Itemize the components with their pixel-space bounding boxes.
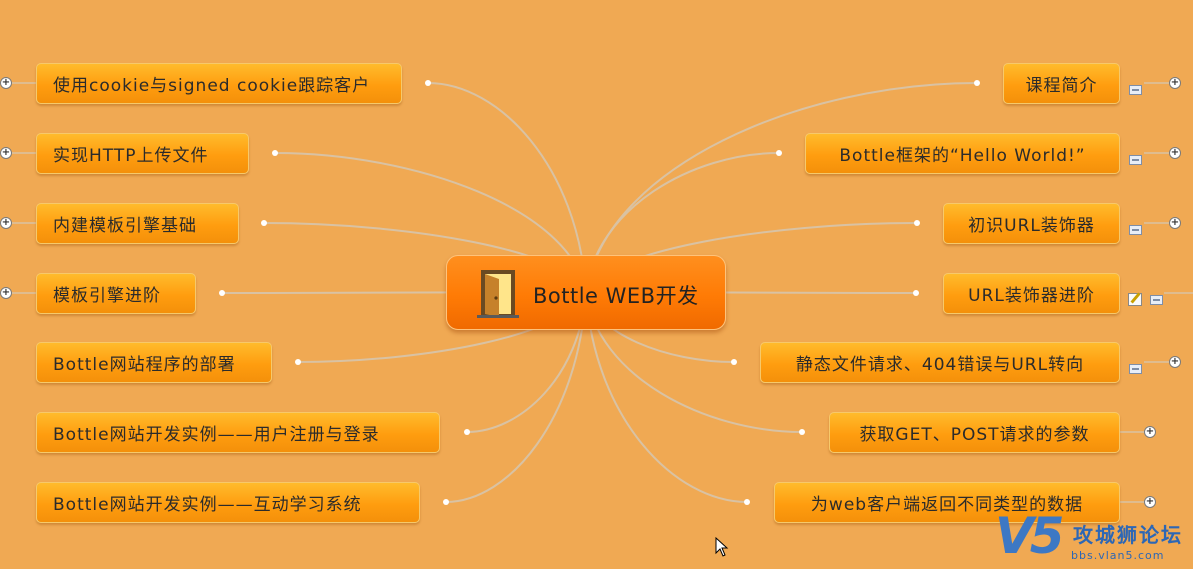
expand-toggle-button[interactable]: +: [1169, 147, 1181, 159]
connector-dot: [272, 150, 278, 156]
expand-toggle-button[interactable]: +: [0, 217, 12, 229]
topic-label: Bottle框架的“Hello World!”: [839, 146, 1086, 166]
note-icon[interactable]: [1129, 85, 1142, 95]
connector-dot: [799, 429, 805, 435]
note-icon[interactable]: [1129, 155, 1142, 165]
topic-label: 内建模板引擎基础: [53, 216, 197, 236]
connector-dot: [295, 359, 301, 365]
note-icon[interactable]: [1150, 295, 1163, 305]
door-icon: [477, 270, 519, 318]
expand-toggle-button[interactable]: +: [1169, 217, 1181, 229]
connector-dot: [913, 290, 919, 296]
topic-label: 获取GET、POST请求的参数: [859, 425, 1090, 445]
watermark-v5-mark: V5: [995, 507, 1064, 565]
topic-http-upload[interactable]: 实现HTTP上传文件: [36, 133, 249, 174]
expand-toggle-button[interactable]: +: [1169, 356, 1181, 368]
topic-get-post-params[interactable]: 获取GET、POST请求的参数: [829, 412, 1120, 453]
topic-label: 为web客户端返回不同类型的数据: [810, 495, 1084, 515]
topic-label: 课程简介: [1025, 76, 1098, 96]
topic-hello-world[interactable]: Bottle框架的“Hello World!”: [805, 133, 1120, 174]
topic-label: Bottle网站开发实例——用户注册与登录: [53, 425, 380, 445]
mouse-cursor-icon: [715, 537, 729, 557]
watermark-url: bbs.vlan5.com: [1071, 549, 1165, 562]
topic-static-files[interactable]: 静态文件请求、404错误与URL转向: [760, 342, 1120, 383]
topic-label: 模板引擎进阶: [53, 286, 161, 306]
connector-line: [427, 82, 587, 293]
connector-dot: [261, 220, 267, 226]
note-icon[interactable]: [1129, 364, 1142, 374]
topic-label: Bottle网站程序的部署: [53, 355, 236, 375]
expand-toggle-button[interactable]: +: [0, 77, 12, 89]
topic-template-basics[interactable]: 内建模板引擎基础: [36, 203, 239, 244]
watermark-logo: V5 攻城狮论坛 bbs.vlan5.com: [995, 505, 1193, 569]
connector-dot: [974, 80, 980, 86]
topic-response-types[interactable]: 为web客户端返回不同类型的数据: [774, 482, 1120, 523]
topic-template-advanced[interactable]: 模板引擎进阶: [36, 273, 196, 314]
expand-toggle-button[interactable]: +: [1144, 426, 1156, 438]
connector-dot: [731, 359, 737, 365]
topic-url-decorator[interactable]: 初识URL装饰器: [943, 203, 1120, 244]
pen-icon[interactable]: [1128, 293, 1142, 306]
connector-dot: [464, 429, 470, 435]
topic-course-intro[interactable]: 课程简介: [1003, 63, 1120, 104]
expand-toggle-button[interactable]: +: [0, 287, 12, 299]
connector-line: [585, 291, 748, 503]
topic-deployment[interactable]: Bottle网站程序的部署: [36, 342, 272, 383]
connector-dot: [425, 80, 431, 86]
topic-label: 使用cookie与signed cookie跟踪客户: [53, 76, 371, 96]
expand-toggle-button[interactable]: +: [0, 147, 12, 159]
topic-example-learning-system[interactable]: Bottle网站开发实例——互动学习系统: [36, 482, 420, 523]
topic-cookie-tracking[interactable]: 使用cookie与signed cookie跟踪客户: [36, 63, 402, 104]
connector-dot: [219, 290, 225, 296]
topic-label: Bottle网站开发实例——互动学习系统: [53, 495, 362, 515]
expand-toggle-button[interactable]: +: [1169, 77, 1181, 89]
topic-label: 静态文件请求、404错误与URL转向: [795, 355, 1085, 375]
connector-dot: [744, 499, 750, 505]
central-topic-label: Bottle WEB开发: [533, 284, 699, 308]
connector-line: [445, 291, 587, 503]
topic-label: URL装饰器进阶: [968, 286, 1095, 306]
connector-dot: [776, 150, 782, 156]
note-icon[interactable]: [1129, 225, 1142, 235]
central-topic[interactable]: Bottle WEB开发: [446, 255, 726, 330]
topic-label: 实现HTTP上传文件: [53, 146, 209, 166]
watermark-title: 攻城狮论坛: [1073, 523, 1183, 547]
topic-url-decorator-advanced[interactable]: URL装饰器进阶: [943, 273, 1120, 314]
expand-toggle-button[interactable]: +: [1144, 496, 1156, 508]
topic-example-registration[interactable]: Bottle网站开发实例——用户注册与登录: [36, 412, 440, 453]
topic-label: 初识URL装饰器: [968, 216, 1095, 236]
connector-dot: [914, 220, 920, 226]
connector-dot: [443, 499, 449, 505]
